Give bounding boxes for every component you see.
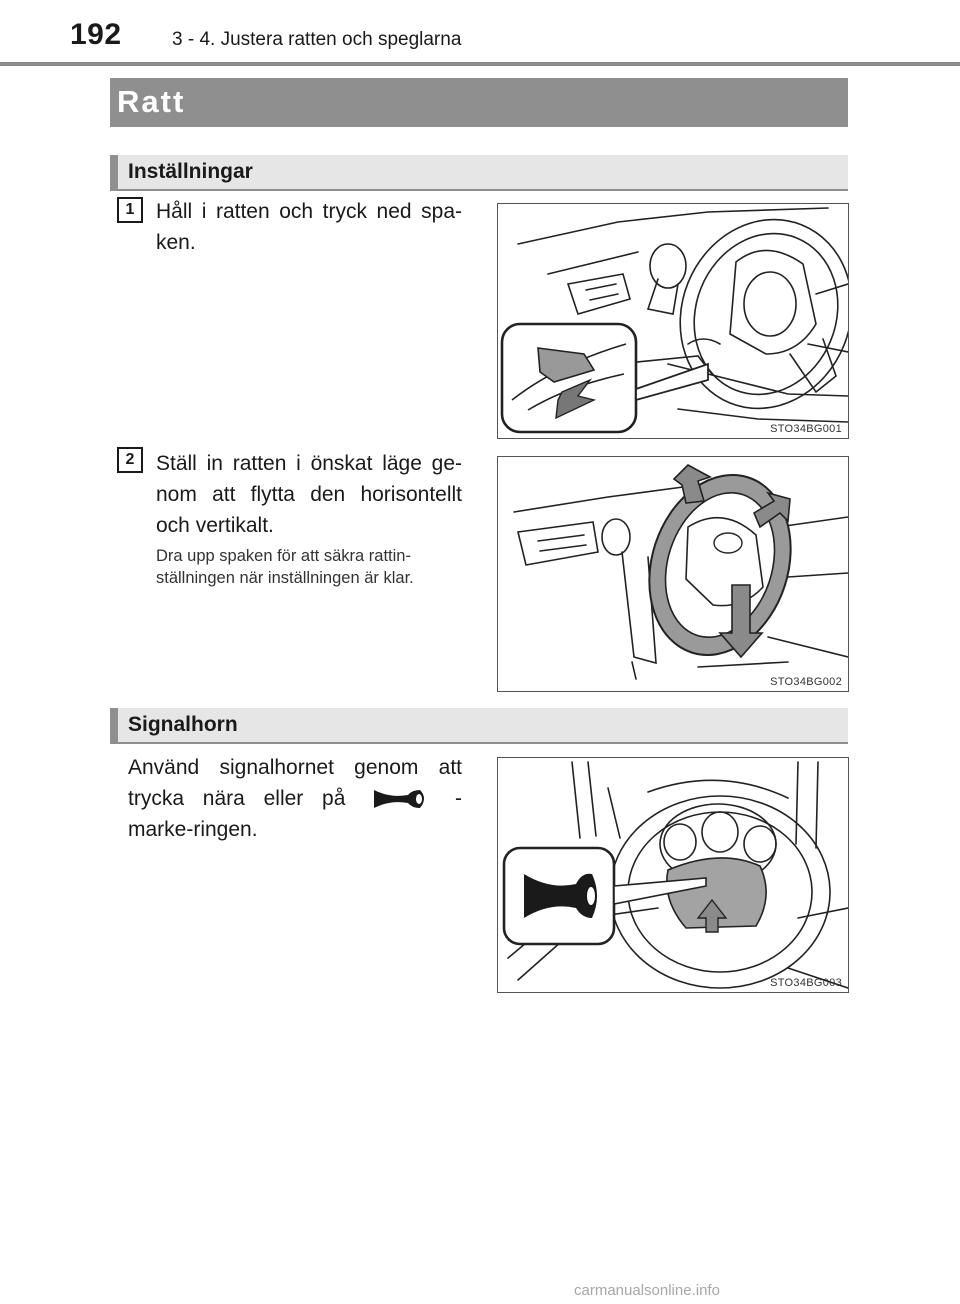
horn-text: Använd signalhornet genom att trycka när… <box>128 752 462 845</box>
horn-illustration <box>502 761 848 989</box>
section-title-bar <box>110 78 848 127</box>
horn-text-before: Använd signalhornet genom att trycka när… <box>128 756 462 810</box>
subsection-accent <box>110 708 118 742</box>
step-2-text: Ställ in ratten i önskat läge ge-nom att… <box>156 452 462 537</box>
figure-horn: STO34BG003 <box>497 757 849 993</box>
steering-lever-illustration <box>500 207 848 434</box>
step-badge-2: 2 <box>117 447 143 473</box>
subsection-bar-settings: Inställningar <box>110 155 848 191</box>
step-1-text: Håll i ratten och tryck ned spa-ken. <box>156 200 462 254</box>
figure-code-1: STO34BG001 <box>770 423 842 435</box>
figure-code-2: STO34BG002 <box>770 676 842 688</box>
page-number: 192 <box>70 18 122 51</box>
horn-text-after: -marke-ringen. <box>128 787 462 842</box>
figure-code-3: STO34BG003 <box>770 977 842 989</box>
subsection-title-horn: Signalhorn <box>128 713 238 736</box>
figure-steering-adjust: STO34BG002 <box>497 456 849 692</box>
step-badge-1: 1 <box>117 197 143 223</box>
subsection-accent <box>110 155 118 189</box>
steering-adjust-illustration <box>513 464 848 680</box>
step-2-note: Dra upp spaken för att säkra rattin-stäl… <box>156 547 414 587</box>
subsection-bar-horn: Signalhorn <box>110 708 848 744</box>
header-rule <box>0 62 960 66</box>
figure-steering-lever: STO34BG001 <box>497 203 849 439</box>
horn-icon <box>368 784 432 814</box>
running-head: 3 - 4. Justera ratten och speglarna <box>172 29 462 50</box>
section-title: Ratt <box>117 84 186 119</box>
watermark: carmanualsonline.info <box>574 1282 720 1299</box>
subsection-title-settings: Inställningar <box>128 160 253 183</box>
